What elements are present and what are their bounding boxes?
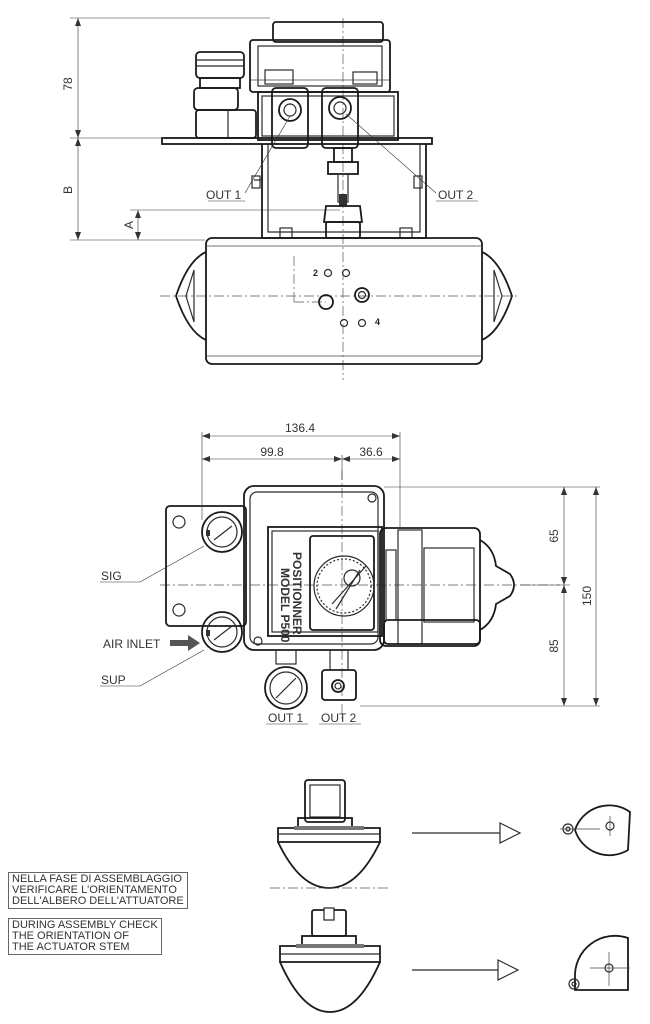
sup-gauge xyxy=(201,611,243,653)
mounting-plate xyxy=(165,505,247,627)
coupling-shaft xyxy=(322,147,364,239)
front-out1-label: OUT 1 xyxy=(268,711,303,725)
main-enclosure xyxy=(243,485,385,651)
out1-gauge xyxy=(264,649,308,710)
top-out2-label: OUT 2 xyxy=(438,188,473,202)
air-inlet-arrow xyxy=(170,635,200,651)
dim-150-label: 150 xyxy=(580,586,594,606)
top-gauge xyxy=(193,51,257,139)
dim-136-4-label: 136.4 xyxy=(285,421,315,435)
port-4-label: 4 xyxy=(375,317,380,327)
note-italian: NELLA FASE DI ASSEMBLAGGIO VERIFICARE L'… xyxy=(8,872,188,909)
front-dimensions-top xyxy=(201,432,401,528)
dim-B-label: B xyxy=(61,186,75,194)
dim-78-label: 78 xyxy=(61,77,75,91)
port-2-label: 2 xyxy=(313,268,318,278)
front-out2-label: OUT 2 xyxy=(321,711,356,725)
dim-A-label: A xyxy=(122,221,136,229)
front-view: POSITIONNER MODEL P500 xyxy=(100,421,600,725)
air-inlet-label: AIR INLET xyxy=(103,637,161,651)
nameplate-model: MODEL P500 xyxy=(278,568,292,643)
dim-65-label: 65 xyxy=(547,529,561,543)
dim-99-8-label: 99.8 xyxy=(260,445,284,459)
stem-detail-2 xyxy=(279,907,630,1013)
front-dimensions-right xyxy=(360,486,600,707)
positioner-cover xyxy=(249,21,391,93)
sig-label: SIG xyxy=(101,569,122,583)
dim-85-label: 85 xyxy=(547,639,561,653)
top-view: 78 B A OUT 1 OUT 2 2 4 xyxy=(61,17,520,380)
right-housing xyxy=(379,527,515,647)
note-english: DURING ASSEMBLY CHECK THE ORIENTATION OF… xyxy=(8,918,162,955)
positioner-body xyxy=(257,87,399,149)
top-out1-label: OUT 1 xyxy=(206,188,241,202)
sig-gauge xyxy=(201,511,243,553)
dim-36-6-label: 36.6 xyxy=(359,445,383,459)
out2-port xyxy=(321,649,357,701)
sup-label: SUP xyxy=(101,673,126,687)
mounting-bracket xyxy=(161,137,433,239)
stem-detail-1 xyxy=(270,779,631,889)
nameplate-title: POSITIONNER xyxy=(290,552,304,635)
top-dimensions xyxy=(70,17,340,241)
actuator-body xyxy=(175,237,513,365)
